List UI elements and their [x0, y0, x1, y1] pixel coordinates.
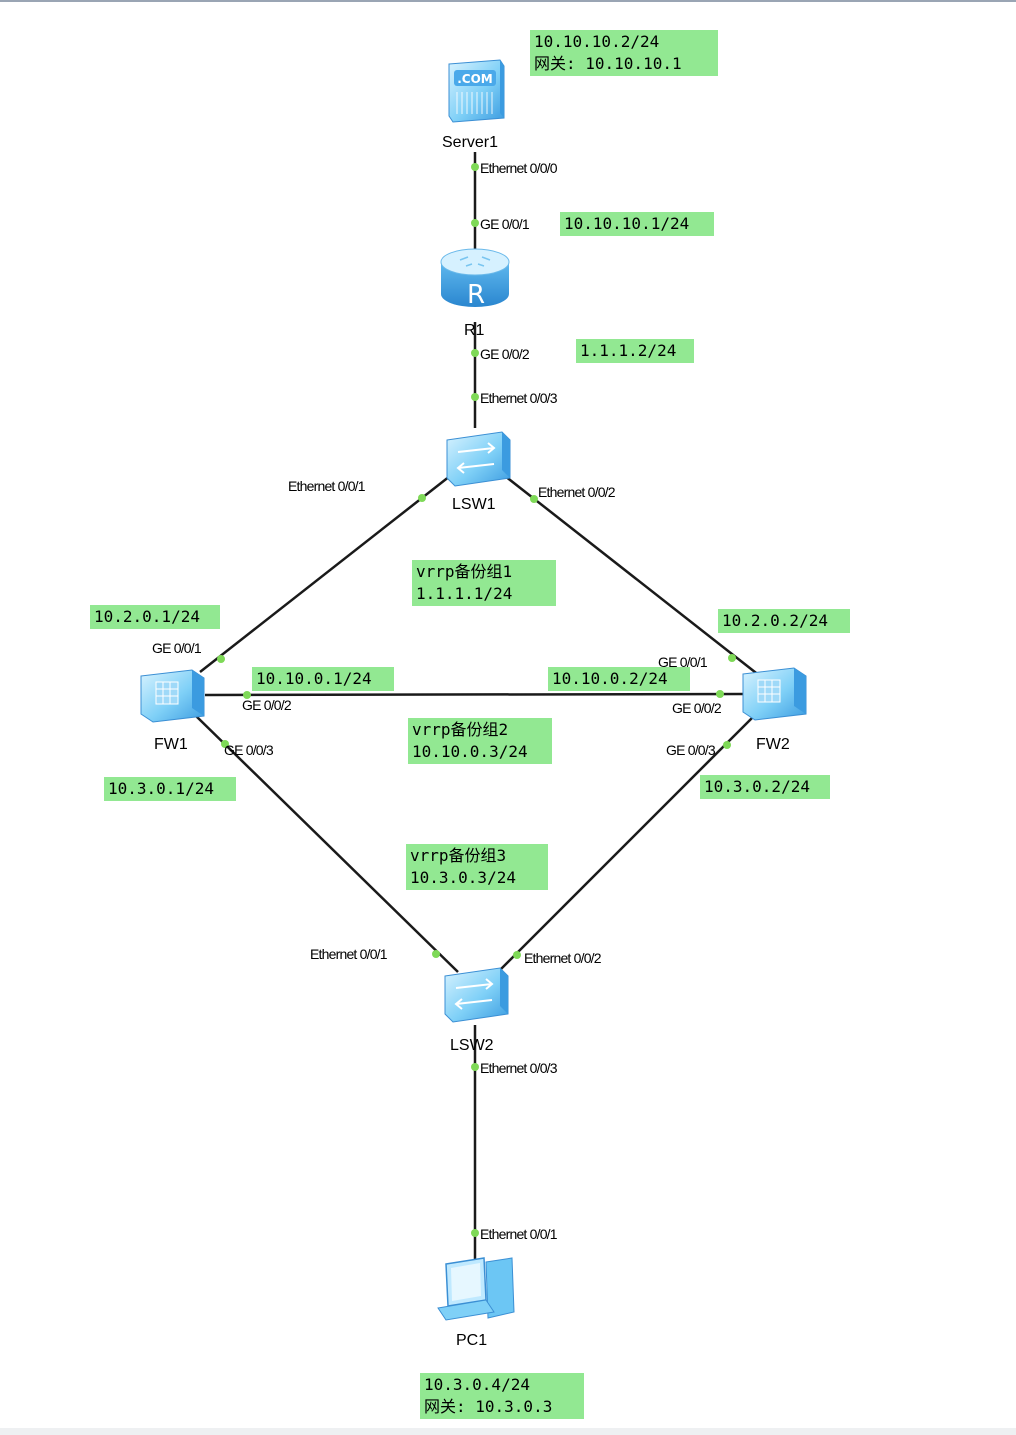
vrrp2-ip: 10.10.0.3/24: [412, 742, 528, 761]
port-label-lsw2-eth003: Ethernet 0/0/3: [480, 1060, 558, 1076]
port-label-fw2-ge002: GE 0/0/2: [672, 700, 722, 716]
vrrp2-title: vrrp备份组2: [412, 720, 509, 739]
port-dot[interactable]: [471, 349, 479, 357]
ip-label-pc: 10.3.0.4/24 网关: 10.3.0.3: [420, 1373, 584, 1419]
port-dot[interactable]: [471, 1229, 479, 1237]
link-lsw1-fw1[interactable]: [199, 475, 451, 673]
device-name-lsw1: LSW1: [452, 496, 496, 513]
port-label-fw2-ge001: GE 0/0/1: [658, 654, 708, 670]
port-label-fw1-ge002: GE 0/0/2: [242, 697, 292, 713]
fw1-firewall-icon[interactable]: [140, 669, 205, 723]
ip-label-fw1-ge002: 10.10.0.1/24: [252, 667, 394, 691]
device-name-fw2: FW2: [756, 736, 790, 753]
port-dot[interactable]: [471, 219, 479, 227]
device-name-lsw2: LSW2: [450, 1037, 494, 1054]
device-name-r1: R1: [464, 322, 485, 339]
port-dot[interactable]: [217, 655, 225, 663]
vrrp3-ip: 10.3.0.3/24: [410, 868, 516, 887]
link-fw1-fw2[interactable]: [204, 692, 746, 697]
port-dot[interactable]: [221, 740, 229, 748]
ip-label-fw2-ge002: 10.10.0.2/24: [548, 667, 690, 691]
ip-label-r1-ge001: 10.10.10.1/24: [560, 212, 714, 236]
vrrp-group3-label: vrrp备份组3 10.3.0.3/24: [406, 844, 548, 890]
ip-label-fw1-ge001: 10.2.0.1/24: [90, 605, 220, 629]
port-dot[interactable]: [728, 654, 736, 662]
port-label-fw2-ge003: GE 0/0/3: [666, 742, 716, 758]
port-dot[interactable]: [418, 494, 426, 502]
vrrp3-title: vrrp备份组3: [410, 846, 507, 865]
ip-label-fw2-ge003: 10.3.0.2/24: [700, 775, 830, 799]
ip-label-fw2-ge001: 10.2.0.2/24: [718, 609, 850, 633]
device-name-fw1: FW1: [154, 736, 188, 753]
vrrp1-title: vrrp备份组1: [416, 562, 513, 581]
link-fw1-lsw2[interactable]: [195, 715, 459, 973]
port-label-lsw1-eth001: Ethernet 0/0/1: [288, 478, 366, 494]
pc-ip: 10.3.0.4/24: [424, 1375, 530, 1394]
port-label-fw1-ge001: GE 0/0/1: [152, 640, 202, 656]
device-name-pc1: PC1: [456, 1332, 488, 1349]
port-dot[interactable]: [432, 950, 440, 958]
server-icon-text: .COM: [457, 72, 493, 86]
switch2-icon[interactable]: [444, 967, 509, 1023]
port-dot[interactable]: [513, 951, 521, 959]
vrrp1-ip: 1.1.1.1/24: [416, 584, 513, 603]
port-dot[interactable]: [243, 691, 251, 699]
link-lsw1-fw2[interactable]: [504, 475, 761, 677]
port-dot[interactable]: [471, 1063, 479, 1071]
pc-icon[interactable]: [437, 1257, 515, 1321]
device-name-server1: Server1: [442, 134, 499, 151]
server-ip: 10.10.10.2/24: [534, 32, 660, 51]
ip-label-r1-ge002: 1.1.1.2/24: [576, 339, 694, 363]
window-bottom-bar: [0, 1428, 1016, 1435]
ip-label-server: 10.10.10.2/24 网关: 10.10.10.1: [530, 30, 718, 76]
server-icon[interactable]: .COM: [448, 59, 505, 123]
port-label-pc-eth001: Ethernet 0/0/1: [480, 1226, 558, 1242]
switch1-icon[interactable]: [446, 431, 511, 487]
port-label-r1-ge001: GE 0/0/1: [480, 216, 530, 232]
link-fw2-lsw2[interactable]: [497, 717, 753, 973]
port-dot[interactable]: [530, 495, 538, 503]
port-dot[interactable]: [471, 163, 479, 171]
fw2-firewall-icon[interactable]: [742, 667, 807, 721]
port-dot[interactable]: [471, 393, 479, 401]
port-dot[interactable]: [723, 741, 731, 749]
port-label-lsw1-eth003: Ethernet 0/0/3: [480, 390, 558, 406]
vrrp-group1-label: vrrp备份组1 1.1.1.1/24: [412, 560, 556, 606]
pc-gateway: 网关: 10.3.0.3: [424, 1397, 553, 1416]
port-dot[interactable]: [716, 690, 724, 698]
port-label-fw1-ge003: GE 0/0/3: [224, 742, 274, 758]
server-gateway: 网关: 10.10.10.1: [534, 54, 682, 73]
port-label-lsw1-eth002: Ethernet 0/0/2: [538, 484, 616, 500]
router-icon[interactable]: R: [440, 248, 510, 310]
port-label-r1-ge002: GE 0/0/2: [480, 346, 530, 362]
vrrp-group2-label: vrrp备份组2 10.10.0.3/24: [408, 718, 552, 764]
ip-label-fw1-ge003: 10.3.0.1/24: [104, 777, 236, 801]
port-label-lsw2-eth001: Ethernet 0/0/1: [310, 946, 388, 962]
port-label-server-eth000: Ethernet 0/0/0: [480, 160, 558, 176]
port-dots: [217, 163, 736, 1237]
links: [195, 152, 761, 1262]
router-icon-text: R: [467, 280, 485, 310]
port-label-lsw2-eth002: Ethernet 0/0/2: [524, 950, 602, 966]
window-top-border: [0, 0, 1016, 2]
